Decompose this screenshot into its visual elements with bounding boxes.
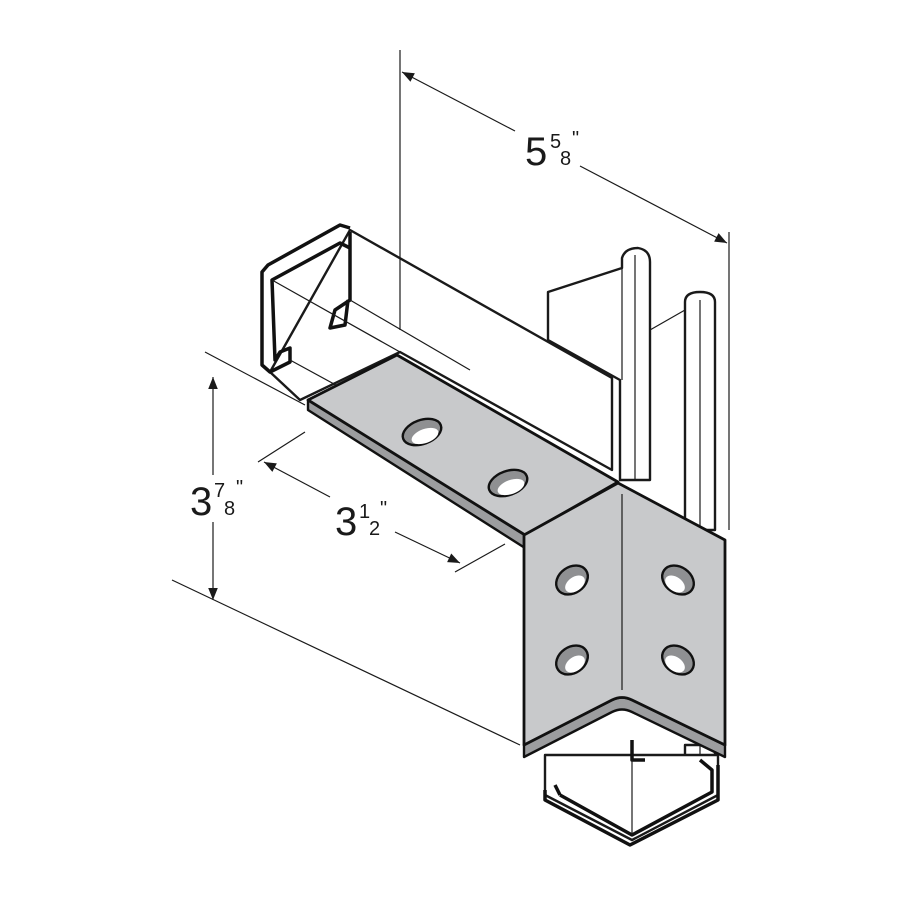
svg-text:7: 7 (214, 480, 225, 502)
hole (555, 644, 589, 676)
dimension-height: 3 7 8 " (171, 351, 521, 746)
bracket-angle (522, 481, 727, 759)
svg-text:5: 5 (550, 131, 561, 153)
dimension-label: 5 (525, 130, 547, 174)
dimension-width: 3 1 2 " (257, 431, 506, 573)
hole (401, 417, 443, 447)
horizontal-channel (260, 223, 614, 472)
hole (555, 564, 589, 596)
svg-text:2: 2 (369, 518, 380, 540)
dimension-length: 5 5 8 " (399, 50, 730, 530)
svg-text:": " (236, 477, 243, 499)
bottom-channel (543, 740, 720, 847)
bracket-plate-top (306, 353, 620, 550)
dimension-label: 3 (335, 500, 357, 544)
svg-text:": " (380, 498, 387, 520)
svg-text:": " (572, 128, 579, 150)
svg-text:8: 8 (560, 148, 571, 170)
svg-text:1: 1 (359, 501, 370, 523)
hole (661, 564, 695, 596)
hole (661, 644, 695, 676)
dimension-label: 3 (190, 480, 212, 524)
svg-text:8: 8 (224, 498, 235, 520)
hole (487, 468, 529, 498)
